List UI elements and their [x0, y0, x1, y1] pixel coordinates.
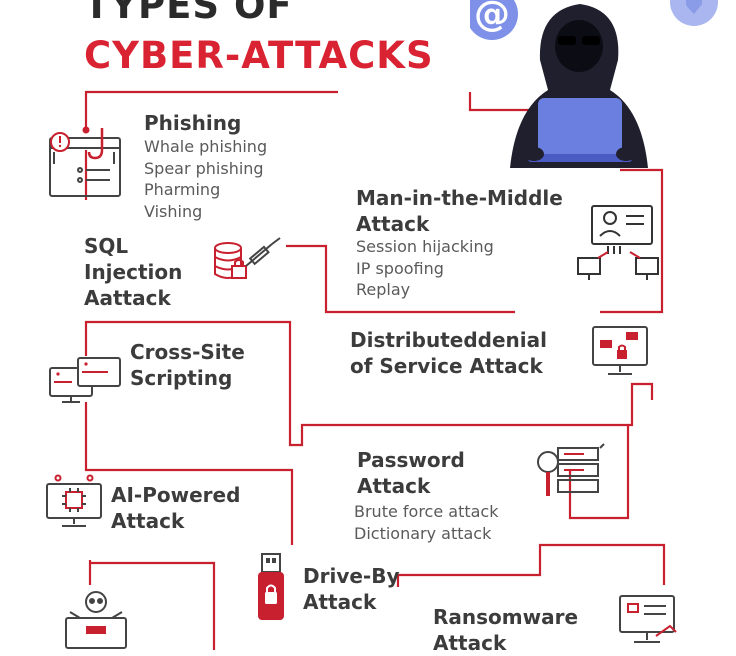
password-items: Brute force attack Dictionary attack: [354, 501, 499, 544]
password-server-icon: [534, 440, 606, 502]
list-item: Session hijacking: [356, 237, 494, 256]
database-syringe-icon: [210, 236, 286, 288]
list-item: Pharming: [144, 180, 221, 199]
man-in-the-middle-icon: [574, 200, 664, 284]
ai-title: AI-Powered Attack: [111, 483, 241, 533]
ransomware-monitor-icon: [616, 592, 680, 650]
list-item: Brute force attack: [354, 502, 499, 521]
sql-title: SQL Injection Aattack: [84, 234, 183, 310]
usb-lock-icon: [254, 552, 288, 624]
ddos-monitor-icon: [590, 322, 650, 378]
xss-title: Cross-Site Scripting: [130, 340, 245, 390]
phishing-items: Whale phishing Spear phishing Pharming V…: [144, 136, 267, 222]
list-item: Whale phishing: [144, 137, 268, 156]
mitm-items: Session hijacking IP spoofing Replay: [356, 236, 494, 301]
list-item: IP spoofing: [356, 258, 444, 278]
cross-site-monitors-icon: [46, 354, 126, 404]
mitm-title: Man-in-the-Middle Attack: [356, 186, 563, 236]
title-line-1: TYPES OF: [84, 0, 293, 27]
list-item: Spear phishing: [144, 158, 264, 178]
password-title: Password Attack: [357, 448, 465, 498]
list-item: Dictionary attack: [354, 523, 492, 543]
svg-text:@: @: [474, 0, 510, 35]
ransomware-skull-icon: [62, 588, 130, 650]
ddos-title: Distributeddenial of Service Attack: [350, 328, 547, 378]
ai-chip-monitor-icon: [44, 474, 104, 530]
list-item: Vishing: [144, 201, 203, 221]
ransomware-title: Ransomware Attack: [433, 605, 579, 655]
driveby-title: Drive-By Attack: [303, 564, 400, 614]
phishing-email-icon: [44, 128, 124, 200]
list-item: Replay: [356, 280, 411, 299]
title-line-2: CYBER-ATTACKS: [84, 34, 434, 77]
hacker-illustration-icon: @: [466, 0, 736, 170]
phishing-title: Phishing: [144, 111, 242, 135]
